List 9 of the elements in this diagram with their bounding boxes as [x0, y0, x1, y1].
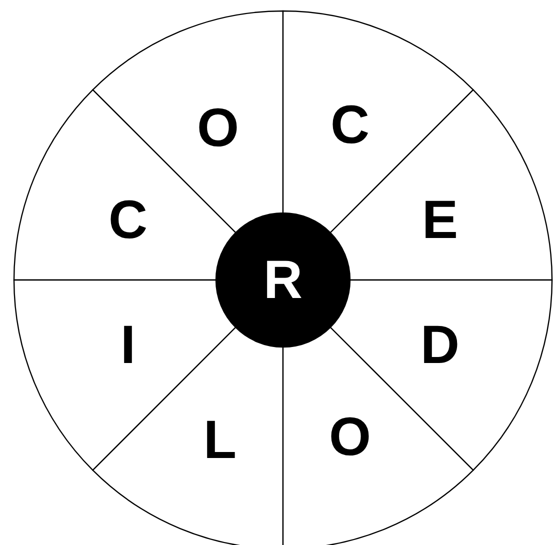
letter: O	[329, 410, 371, 464]
letter: I	[120, 318, 136, 372]
letter: C	[108, 193, 148, 247]
letter: C	[330, 98, 370, 152]
letter: L	[204, 413, 236, 467]
letter: O	[197, 101, 239, 155]
letter: D	[420, 318, 460, 372]
letter: E	[422, 193, 458, 247]
letter: R	[264, 253, 302, 307]
